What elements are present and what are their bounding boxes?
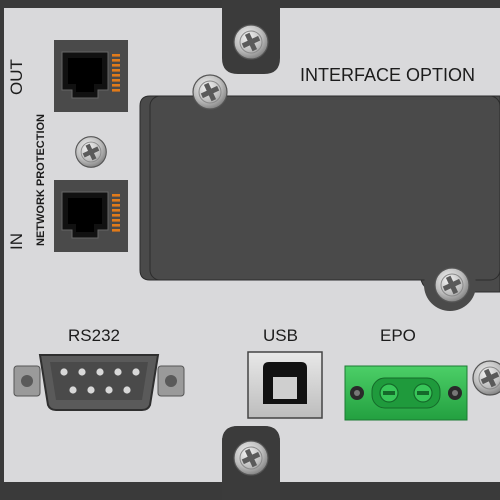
- interface-option-label: INTERFACE OPTION: [300, 65, 475, 85]
- network-protection-label: NETWORK PROTECTION: [35, 114, 47, 246]
- network-in-rj45-port-icon[interactable]: [53, 179, 129, 253]
- slot-screw-top-left-icon[interactable]: [192, 74, 228, 110]
- network-out-rj45-port-icon[interactable]: [53, 39, 129, 113]
- usb-b-port-icon[interactable]: [247, 351, 323, 419]
- epo-label: EPO: [380, 326, 416, 345]
- usb-label: USB: [263, 326, 298, 345]
- rs232-db9-serial-port-icon[interactable]: [13, 354, 185, 411]
- in-label: IN: [7, 233, 26, 250]
- interface-option-slot-cover-body[interactable]: [149, 95, 500, 281]
- network-protection-screw-icon[interactable]: [75, 136, 107, 168]
- bottom-bracket-screw-front-icon[interactable]: [233, 440, 269, 476]
- rs232-label: RS232: [68, 326, 120, 345]
- epo-terminal-block-icon[interactable]: [344, 365, 468, 421]
- out-label: OUT: [7, 59, 26, 95]
- slot-screw-bottom-right-icon[interactable]: [434, 267, 470, 303]
- top-bracket-screw-icon[interactable]: [233, 24, 269, 60]
- right-edge-screw-icon[interactable]: [472, 360, 500, 396]
